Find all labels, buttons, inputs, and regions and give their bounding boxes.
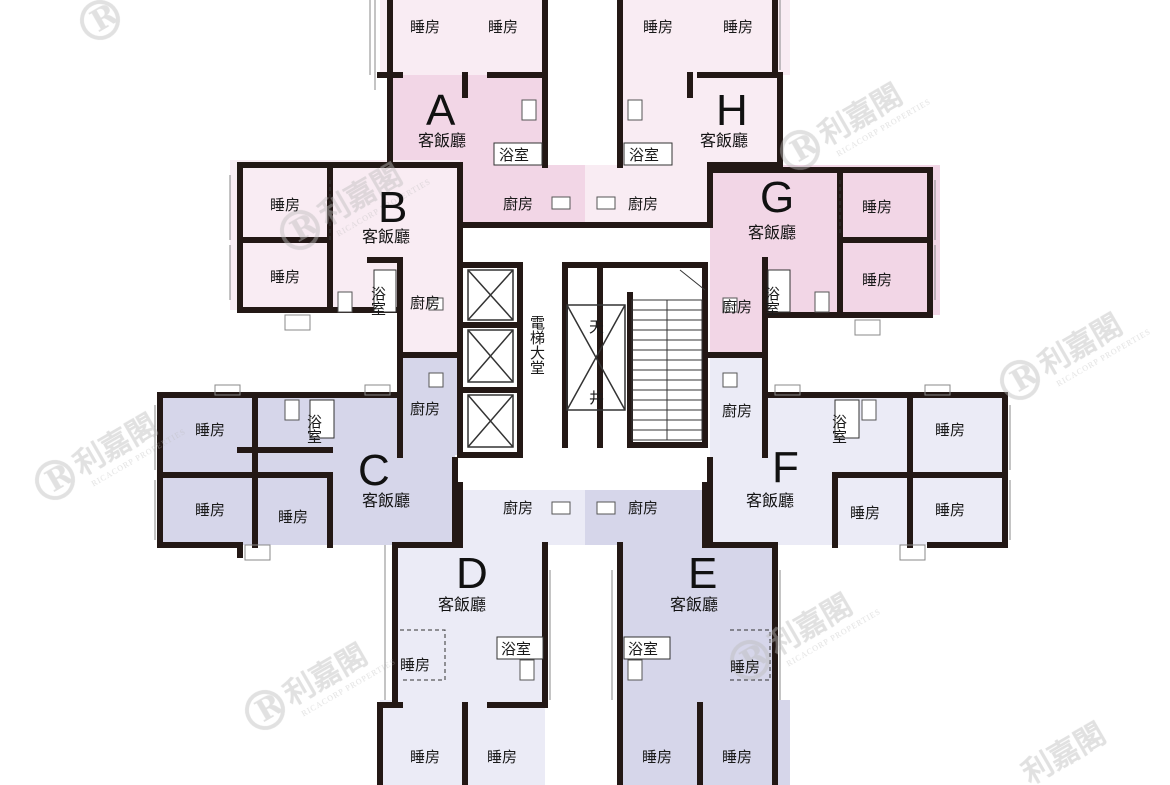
unit-h-fill <box>620 0 790 75</box>
light-well <box>566 304 626 411</box>
unit-label-c: C <box>358 446 390 495</box>
bedroom-label: 睡房 <box>487 748 517 766</box>
lift-lobby-label: 電梯大堂 <box>528 315 546 375</box>
bedroom-label: 睡房 <box>723 18 753 36</box>
unit-label-b: B <box>378 183 407 232</box>
living-label: 客飯廳 <box>362 491 410 510</box>
elevators <box>467 269 514 448</box>
unit-label-a: A <box>426 86 456 135</box>
detail-lines <box>154 0 1011 700</box>
bedroom-label: 睡房 <box>270 196 300 214</box>
bath-label: 浴室 <box>369 286 387 316</box>
bedroom-label: 睡房 <box>488 18 518 36</box>
living-label: 客飯廳 <box>700 131 748 150</box>
bedroom-label: 睡房 <box>722 748 752 766</box>
living-label: 客飯廳 <box>746 491 794 510</box>
bedroom-label: 睡房 <box>410 748 440 766</box>
unit-label-h: H <box>716 86 748 135</box>
bedroom-label: 睡房 <box>643 18 673 36</box>
stairs <box>631 269 706 441</box>
kitchen-label: 廚房 <box>410 294 440 312</box>
bedroom-label: 睡房 <box>400 656 430 674</box>
kitchen-label: 廚房 <box>628 499 658 517</box>
kitchen-label: 廚房 <box>722 298 752 316</box>
walls <box>157 0 1008 785</box>
bedroom-label: 睡房 <box>935 501 965 519</box>
unit-d-fill <box>395 545 545 710</box>
unit-e-fill <box>620 545 775 710</box>
kitchen-label: 廚房 <box>503 499 533 517</box>
unit-label-g: G <box>760 173 794 222</box>
bedroom-label: 睡房 <box>935 421 965 439</box>
unit-fills <box>160 0 1005 785</box>
bedroom-label: 睡房 <box>278 508 308 526</box>
svg-text:利嘉閣: 利嘉閣 <box>1017 717 1112 785</box>
bedroom-label: 睡房 <box>850 504 880 522</box>
living-label: 客飯廳 <box>748 223 796 242</box>
light-well-label-bottom: 井 <box>589 389 604 407</box>
bedroom-label: 睡房 <box>195 421 225 439</box>
unit-label-f: F <box>772 443 799 492</box>
watermark-8: 利嘉閣 <box>1017 717 1112 785</box>
watermark-6: R 利嘉閣 RICACORP PROPERTIES <box>245 638 397 730</box>
bath-label: 浴室 <box>501 640 531 658</box>
bath-label: 浴室 <box>763 286 781 316</box>
watermark-5: R 利嘉閣 RICACORP PROPERTIES <box>1000 308 1152 400</box>
bedroom-label: 睡房 <box>410 18 440 36</box>
light-well-label-top: 天 <box>589 318 604 336</box>
room-labels: 睡房 睡房 A 客飯廳 浴室 廚房 睡房 睡房 H 客飯廳 浴室 廚房 睡房 睡… <box>195 18 965 766</box>
bedroom-label: 睡房 <box>730 658 760 676</box>
bath-label: 浴室 <box>499 146 529 164</box>
living-label: 客飯廳 <box>418 131 466 150</box>
kitchen-label: 廚房 <box>410 400 440 418</box>
living-label: 客飯廳 <box>362 227 410 246</box>
bath-label: 浴室 <box>305 414 323 444</box>
unit-label-d: D <box>456 549 488 598</box>
unit-a-fill <box>380 0 545 75</box>
watermark-1: R <box>80 0 125 40</box>
fixtures <box>284 99 877 681</box>
bath-label: 浴室 <box>830 414 848 444</box>
living-label: 客飯廳 <box>438 595 486 614</box>
bedroom-label: 睡房 <box>270 268 300 286</box>
bedroom-label: 睡房 <box>642 748 672 766</box>
watermark-3: R 利嘉閣 RICACORP PROPERTIES <box>780 78 932 170</box>
kitchen-label: 廚房 <box>628 195 658 213</box>
bedroom-label: 睡房 <box>862 271 892 289</box>
bath-label: 浴室 <box>628 640 658 658</box>
kitchen-label: 廚房 <box>503 195 533 213</box>
unit-label-e: E <box>688 549 717 598</box>
bedroom-label: 睡房 <box>195 501 225 519</box>
living-label: 客飯廳 <box>670 595 718 614</box>
bedroom-label: 睡房 <box>862 198 892 216</box>
bath-label: 浴室 <box>629 146 659 164</box>
kitchen-label: 廚房 <box>722 402 752 420</box>
